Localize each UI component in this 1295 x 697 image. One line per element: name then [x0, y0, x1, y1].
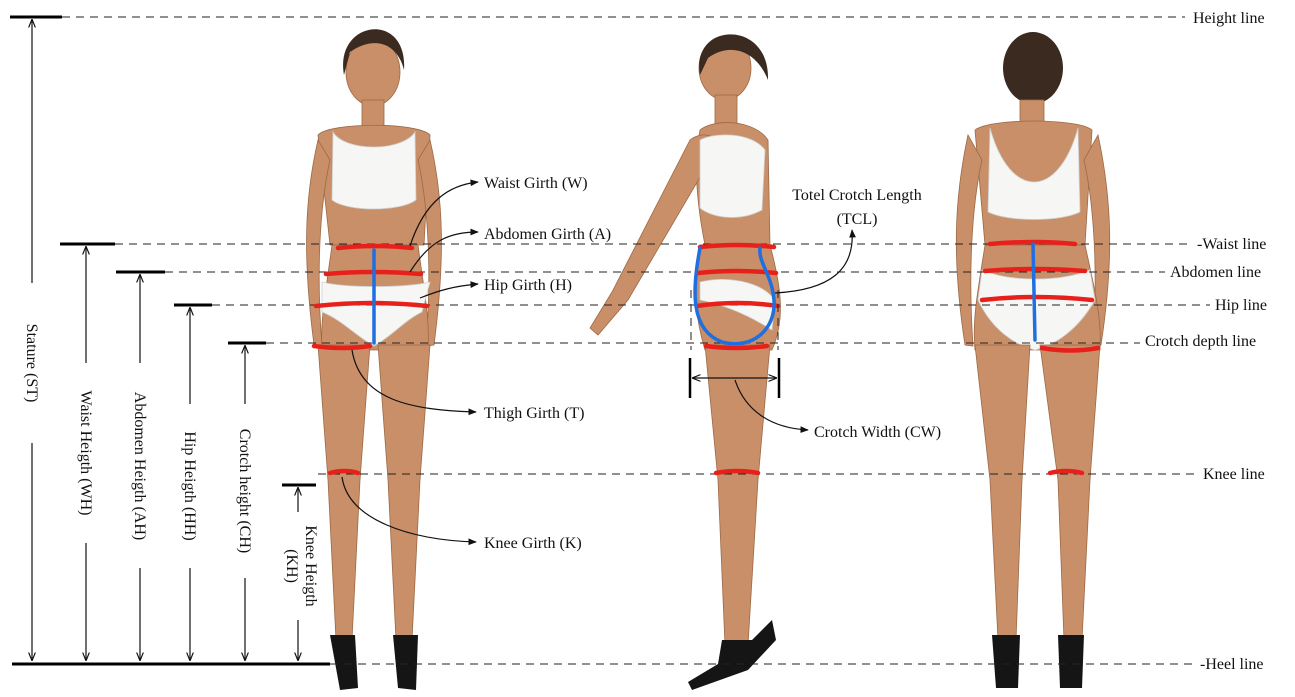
total-crotch-length-label-line1: Totel Crotch Length — [792, 187, 922, 204]
knee-height-label-line2: (KH) — [283, 549, 300, 583]
stature-label: Stature (ST) — [23, 324, 40, 403]
hip-girth-label: Hip Girth (H) — [484, 277, 572, 294]
waist-height-label: Waist Heigth (WH) — [77, 391, 94, 516]
waist-line-label: -Waist line — [1197, 236, 1266, 253]
crotch-width-label: Crotch Width (CW) — [814, 424, 941, 441]
heel-line-label: -Heel line — [1200, 656, 1264, 673]
knee-girth-label: Knee Girth (K) — [484, 535, 582, 552]
waist-girth-label: Waist Girth (W) — [484, 175, 588, 192]
abdomen-height-label: Abdomen Heigth (AH) — [131, 392, 148, 540]
back-figure — [956, 32, 1109, 688]
thigh-girth-label: Thigh Girth (T) — [484, 405, 584, 422]
hip-line-label: Hip line — [1215, 297, 1267, 314]
crotch-height-label: Crotch height (CH) — [236, 429, 253, 553]
abdomen-line-label: Abdomen line — [1170, 264, 1261, 281]
height-measures — [10, 17, 330, 664]
hip-height-label: Hip Heigth (HH) — [181, 431, 198, 540]
front-figure — [307, 29, 442, 690]
crotch-depth-line-label: Crotch depth line — [1145, 333, 1256, 350]
total-crotch-length-label-line2: (TCL) — [837, 211, 878, 228]
side-figure — [590, 34, 780, 690]
height-line-label: Height line — [1193, 10, 1265, 27]
knee-height-label-line1: Knee Heigth — [302, 525, 319, 606]
knee-line-label: Knee line — [1203, 466, 1265, 483]
abdomen-girth-label: Abdomen Girth (A) — [484, 226, 611, 243]
